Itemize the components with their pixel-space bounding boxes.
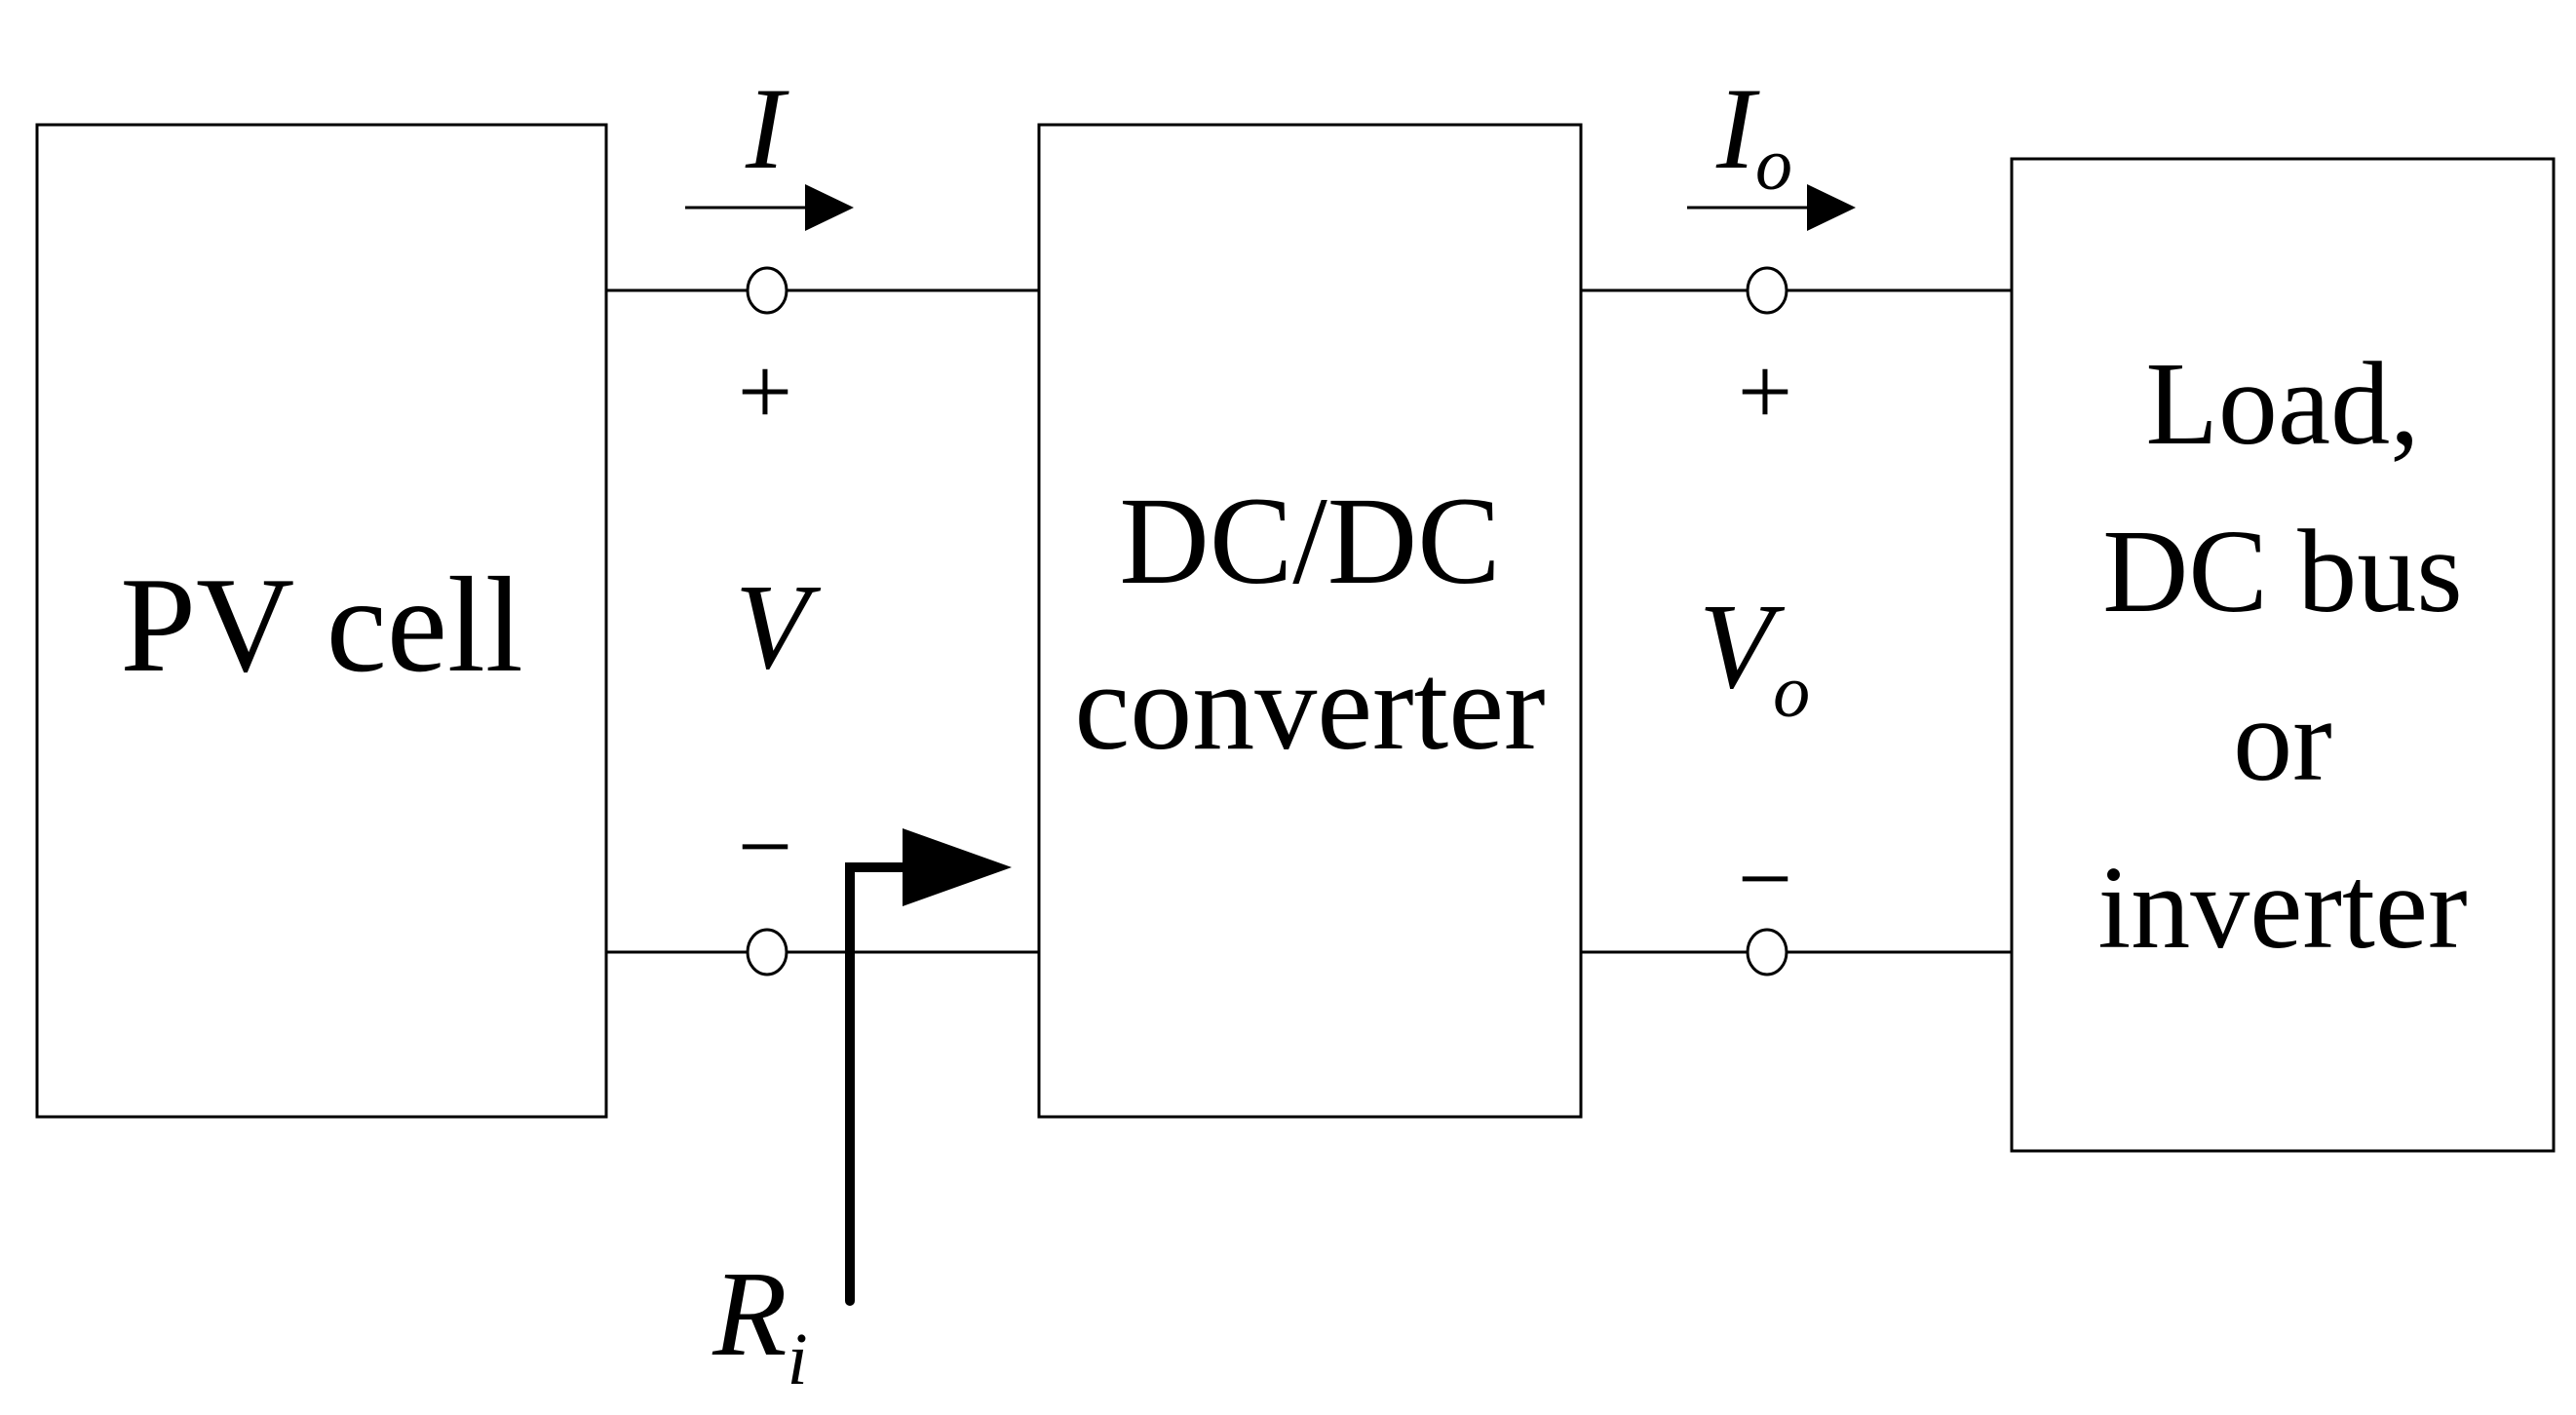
output-negative-terminal bbox=[1746, 928, 1788, 976]
output-current-subscript: o bbox=[1755, 124, 1792, 206]
load-block bbox=[2010, 157, 2556, 1153]
output-voltage-label: Vo bbox=[1699, 580, 1810, 733]
load-label-line2: DC bus bbox=[2102, 506, 2462, 637]
converter-label-line1: DC/DC bbox=[1119, 472, 1500, 610]
input-resistance-letter: R bbox=[711, 1247, 787, 1382]
output-minus-sign: − bbox=[1738, 824, 1792, 933]
output-plus-sign: + bbox=[1738, 337, 1792, 445]
input-negative-terminal bbox=[746, 928, 788, 976]
input-resistance-subscript: i bbox=[788, 1319, 808, 1400]
input-plus-sign: + bbox=[738, 337, 792, 445]
input-voltage-label: V bbox=[735, 560, 822, 695]
load-label-line1: Load, bbox=[2145, 338, 2419, 470]
load-label-line3: or bbox=[2233, 674, 2332, 806]
dcdc-converter-block bbox=[1037, 123, 1583, 1119]
input-resistance-label: Ri bbox=[711, 1247, 807, 1400]
output-current-letter: I bbox=[1715, 63, 1760, 193]
input-minus-sign: − bbox=[738, 792, 792, 900]
pv-cell-label: PV cell bbox=[120, 550, 523, 701]
input-positive-terminal bbox=[746, 266, 788, 315]
output-current-label: Io bbox=[1715, 63, 1792, 206]
input-resistance-arrow-shaft bbox=[845, 862, 911, 1306]
load-label-line4: inverter bbox=[2097, 842, 2467, 974]
output-current-arrow-head bbox=[1807, 184, 1856, 231]
output-voltage-letter: V bbox=[1699, 580, 1786, 714]
input-current-arrow-head bbox=[805, 184, 854, 231]
output-positive-terminal bbox=[1746, 266, 1788, 315]
converter-label-line2: converter bbox=[1074, 637, 1545, 776]
input-resistance-arrow-head bbox=[903, 828, 1012, 906]
output-voltage-subscript: o bbox=[1773, 651, 1810, 733]
pv-cell-block bbox=[35, 123, 608, 1119]
input-current-label: I bbox=[745, 63, 789, 193]
